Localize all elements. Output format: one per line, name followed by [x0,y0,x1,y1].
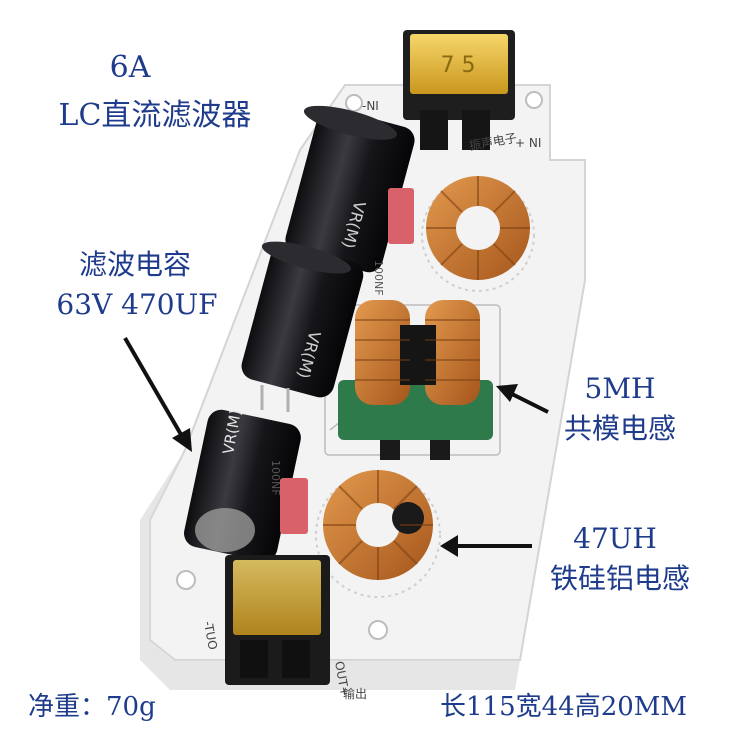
toroid-inductor-bottom [315,470,441,598]
svg-text:100NF: 100NF [372,260,385,296]
capacitor-caption-name: 滤波电容 [78,248,191,281]
silkscreen: 振声电子 + NI -NI 输出 OUT+ -TUO [201,99,541,701]
film-capacitor-2: 100NF [269,460,308,534]
arrows [123,336,549,557]
common-mode-inductor [338,300,493,460]
toroid-inductor-top [421,176,535,292]
svg-text:7 5: 7 5 [441,53,476,78]
capacitor-caption-spec: 63V 470UF [56,288,218,321]
dimensions-label: 长115宽44高20MM [440,692,688,722]
title-current-rating: 6A [109,50,151,85]
silkscreen-out-plus: OUT+ [332,660,352,698]
arrow-to-toroid [440,535,532,557]
output-terminal [225,555,330,685]
common-mode-caption-value: 5MH [584,372,656,405]
arrow-to-capacitor [123,336,192,452]
silkscreen-out-minus: -TUO [201,620,220,651]
inductor-caption-name: 铁硅铝电感 [549,562,690,595]
film-capacitor-1: 100NF [372,188,414,296]
silkscreen-output: 输出 [343,686,367,701]
title-product-name: LC直流滤波器 [58,98,252,133]
weight-label: 净重：70g [28,692,156,722]
inductor-caption-value: 47UH [573,522,657,555]
silkscreen-minus-in: -NI [362,99,379,113]
filter-capacitor-top: VR(M) [285,105,415,273]
input-terminal: 7 5 [403,30,515,150]
filter-capacitor-bottom: VR(M) [184,408,301,562]
arrow-to-common-mode [496,384,549,414]
common-mode-caption-name: 共模电感 [563,412,676,445]
silkscreen-plus-in: + NI [515,136,541,150]
svg-text:100NF: 100NF [269,460,282,496]
filter-capacitor-middle: VR(M) [241,241,364,412]
